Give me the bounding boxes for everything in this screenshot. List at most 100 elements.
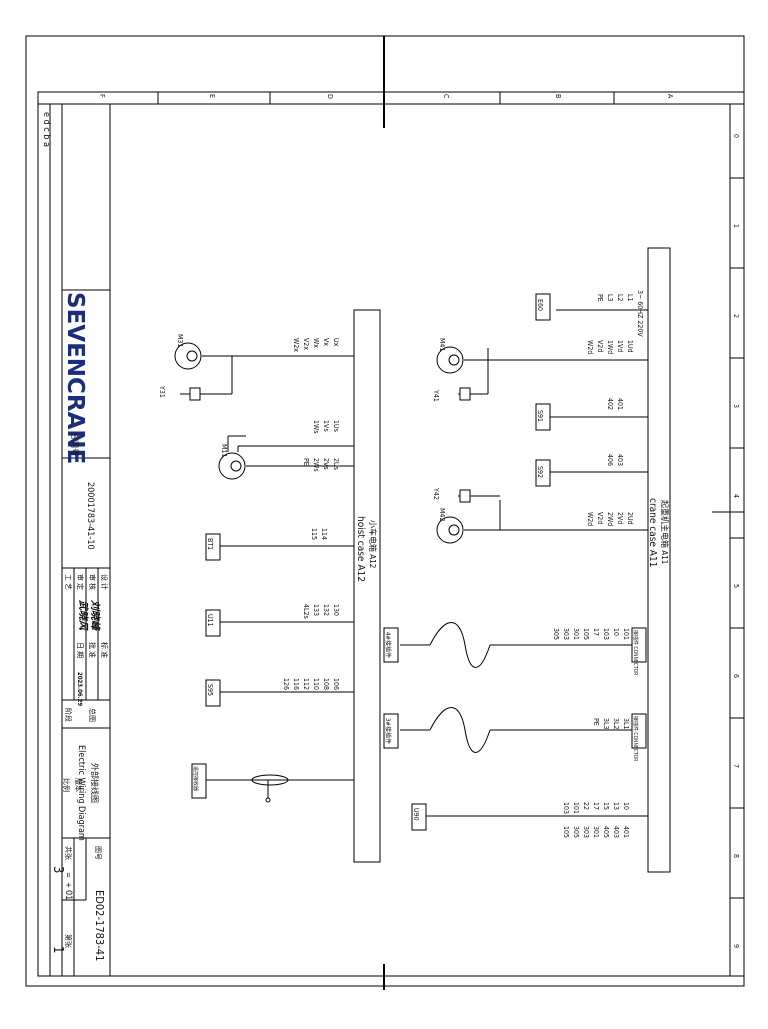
role-extra-1: 批 准 (88, 642, 97, 658)
zone-row-7: 7 (732, 764, 740, 768)
u90-terminal-a0: 10 (622, 802, 630, 810)
zone-row-8: 8 (732, 854, 740, 858)
power-device-label: E60 (536, 299, 544, 311)
switch-s95-label: S95 (206, 684, 214, 696)
m11-terminal-b3: PE (302, 458, 310, 466)
role-label-0: 设 计 (100, 574, 109, 590)
hoist-case-a12-bar (353, 309, 381, 863)
bt1-terminal-1: 115 (310, 528, 318, 540)
s92-terminal-1: 406 (606, 454, 614, 466)
u90-terminal-a5: 101 (572, 802, 580, 814)
title-role-labels: 设 计审 核审 定工 艺标 准批 准日 期 (64, 574, 109, 658)
s95-terminal-4: 116 (292, 678, 300, 690)
contract-number: 20001783-41-10 (85, 482, 95, 550)
zone-col-b: B (554, 94, 562, 98)
motor-m31-label: M31 (176, 334, 184, 347)
drawing-number: ED02-1783-41 (93, 890, 106, 961)
s91-terminal-1: 402 (606, 398, 614, 410)
u90-terminal-b6: 105 (562, 826, 570, 838)
zone-row-4: 4 (732, 494, 740, 498)
date-value: 2023.06.29 (76, 672, 83, 706)
crane-case-a11-bar (647, 247, 671, 873)
m41-terminal-4: W2d (586, 340, 594, 354)
s95-terminal-0: 106 (332, 678, 340, 690)
power-label-3: PE (596, 294, 604, 302)
role-extra-2: 日 期 (76, 642, 84, 658)
conn2-terminal-1: 3L2 (612, 718, 620, 730)
brake-y41-label: Y41 (432, 389, 440, 402)
stage-label: 阶段 (64, 708, 73, 722)
bt1-terminal-0: 114 (320, 528, 328, 540)
device-bt1-label: BT1 (206, 538, 214, 550)
motor-symbol (436, 516, 464, 544)
motor-inner (230, 460, 242, 472)
power-label-spec: 3~ 60HZ 220V (636, 290, 644, 337)
plus-sign: + (64, 882, 73, 888)
signature-2: 武晓风 (77, 600, 89, 631)
power-label-2: L3 (606, 294, 614, 302)
outer-frame (25, 35, 745, 987)
m42-terminal-0: 2Ud (626, 512, 634, 525)
s91-terminal-0: 401 (616, 398, 624, 410)
m31-terminal-1: Vx (322, 338, 330, 346)
title-block (37, 103, 111, 977)
m31-terminal-0: Ux (332, 338, 340, 347)
conn1-terminal-1: 10 (612, 628, 620, 636)
brake-y31-box (189, 387, 201, 401)
u90-terminal-a6: 103 (562, 802, 570, 814)
crane-connector-2-box (631, 713, 647, 749)
conn2-terminal-2: 3L3 (602, 718, 610, 730)
m11-terminal-b2: 2Ws (312, 458, 320, 472)
motor-symbol (436, 346, 464, 374)
s92-terminal-0: 403 (616, 454, 624, 466)
role-label-3: 工 艺 (64, 574, 72, 590)
revision-rows: e d c b a (41, 112, 51, 147)
conn2-terminal-0: 3L1 (622, 718, 630, 730)
switch-s91-label: S91 (536, 410, 544, 422)
zone-col-a: A (666, 94, 674, 99)
device-u11-label: U11 (206, 614, 214, 627)
zone-row-3: 3 (732, 404, 740, 408)
brake-y42-box (459, 489, 471, 503)
role-label-1: 审 核 (88, 574, 97, 590)
conn1-terminal-4: 105 (582, 628, 590, 640)
signature-1: 刘晓峰 (89, 600, 101, 632)
m11-terminal-a2: 1Ws (312, 420, 320, 434)
m41-terminal-3: V2d (596, 340, 604, 352)
switch-s92-label: S92 (536, 466, 544, 478)
hoist-connector-3-box (383, 713, 399, 749)
u90-terminal-b2: 405 (602, 826, 610, 838)
zone-row-6: 6 (732, 674, 740, 678)
u11-terminal-1: 132 (322, 604, 330, 616)
s95-terminal-2: 110 (312, 678, 320, 690)
power-device-box (535, 293, 551, 321)
motor-inner (448, 524, 460, 536)
remote-receiver-label: 遥控接收器 (192, 766, 199, 791)
sheet-label: 第张 (64, 934, 73, 948)
device-u90-box (411, 803, 427, 831)
zone-col-f: F (98, 94, 106, 98)
motor-inner (448, 354, 460, 366)
u90-terminal-b1: 403 (612, 826, 620, 838)
u90-terminal-a1: 13 (612, 802, 620, 810)
title-en: Electric Wiring Diagram (76, 745, 86, 841)
m11-terminal-b0: 2Us (332, 458, 340, 470)
conn1-terminal-7: 305 (552, 628, 560, 640)
motor-m41-label: M41 (438, 338, 446, 351)
antenna-coil (251, 774, 289, 786)
brake-y42-label: Y42 (432, 487, 440, 500)
zone-row-2: 2 (732, 314, 740, 318)
ratio-label: 比例 (62, 778, 71, 792)
crane-case-label-cn: 起重机主电箱 A11 (660, 500, 670, 564)
u90-terminal-b3: 301 (592, 826, 600, 838)
u11-terminal-3: 4L2s (302, 604, 310, 619)
remote-receiver-box (191, 763, 207, 799)
cable-connector-3-wave (429, 707, 491, 753)
power-label-1: L2 (616, 294, 624, 302)
m11-terminal-a1: 1Vs (322, 420, 330, 432)
zone-row-9: 9 (732, 944, 740, 948)
m42-terminal-1: 2Vd (616, 512, 624, 524)
m41-terminal-1: 1Vd (616, 340, 624, 352)
m42-terminal-3: V2d (596, 512, 604, 524)
